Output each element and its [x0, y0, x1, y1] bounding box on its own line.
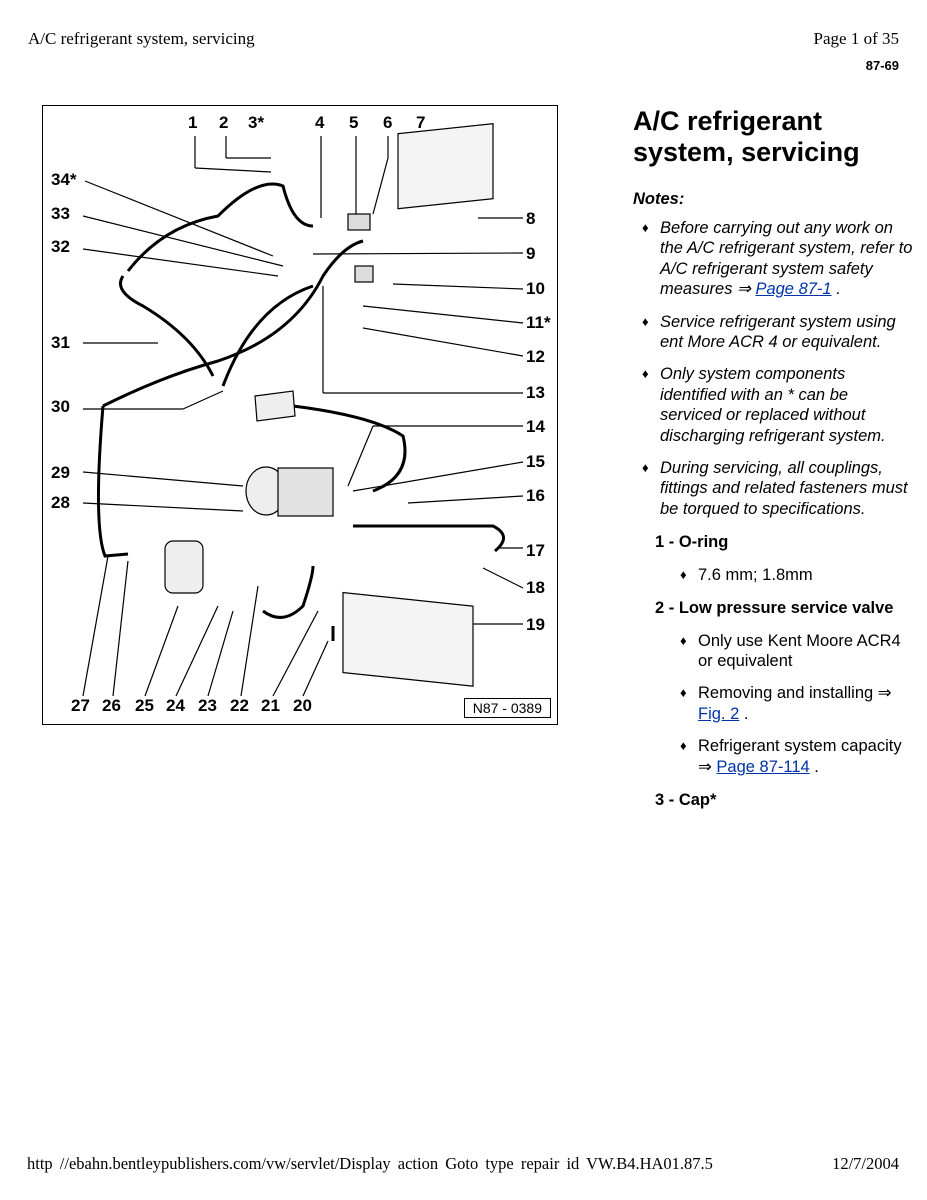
callout-13: 13 — [526, 383, 545, 402]
item-2-equipment: ♦ Only use Kent Moore ACR4 or equivalent — [680, 631, 901, 670]
footer-date: 12/7/2004 — [832, 1154, 899, 1173]
note-torque: ♦ During servicing, all couplings, fitti… — [642, 459, 908, 518]
diamond-bullet-icon: ♦ — [642, 366, 649, 382]
diamond-bullet-icon: ♦ — [680, 566, 687, 582]
diagram-artwork: 1 2 3* 4 5 6 7 8 9 10 11* 12 13 14 15 16… — [51, 113, 551, 715]
callout-29: 29 — [51, 463, 70, 482]
callout-7: 7 — [416, 113, 425, 132]
link-fig-2[interactable]: Fig. 2 — [698, 704, 740, 723]
callout-16: 16 — [526, 486, 545, 505]
callout-6: 6 — [383, 113, 392, 132]
note-safety: ♦ Before carrying out any work on the A/… — [642, 219, 913, 299]
callout-1: 1 — [188, 113, 197, 132]
item-1-spec: ♦ 7.6 mm; 1.8mm — [680, 565, 813, 584]
callout-24: 24 — [166, 696, 185, 715]
callout-30: 30 — [51, 397, 70, 416]
callout-21: 21 — [261, 696, 280, 715]
callout-26: 26 — [102, 696, 121, 715]
callout-32: 32 — [51, 237, 70, 256]
callout-10: 10 — [526, 279, 545, 298]
callout-12: 12 — [526, 347, 545, 366]
components — [164, 123, 494, 687]
callout-numbers: 1 2 3* 4 5 6 7 8 9 10 11* 12 13 14 15 16… — [51, 113, 551, 715]
callout-2: 2 — [219, 113, 228, 132]
callout-33: 33 — [51, 204, 70, 223]
item-1-o-ring: 1 - O-ring — [655, 533, 729, 552]
link-page-87-1[interactable]: Page 87-1 — [755, 280, 832, 299]
item-3-cap: 3 - Cap* — [655, 790, 717, 809]
callout-14: 14 — [526, 417, 545, 436]
note-asterisk-components: ♦ Only system components identified with… — [642, 365, 886, 445]
document-title: A/C refrigerant system, servicing — [28, 29, 255, 48]
notes-heading: Notes: — [633, 190, 685, 208]
ac-system-exploded-diagram: 1 2 3* 4 5 6 7 8 9 10 11* 12 13 14 15 16… — [42, 105, 558, 725]
callout-4: 4 — [315, 113, 325, 132]
figure-code: N87 - 0389 — [463, 698, 551, 718]
callout-8: 8 — [526, 209, 535, 228]
callout-20: 20 — [293, 696, 312, 715]
callout-15: 15 — [526, 452, 545, 471]
diamond-bullet-icon: ♦ — [642, 313, 649, 329]
callout-17: 17 — [526, 541, 545, 560]
footer-url: http //ebahn.bentleypublishers.com/vw/se… — [27, 1154, 713, 1173]
callout-25: 25 — [135, 696, 154, 715]
callout-28: 28 — [51, 493, 70, 512]
callout-22: 22 — [230, 696, 249, 715]
page-code: 87-69 — [865, 58, 899, 73]
item-2-low-pressure-valve: 2 - Low pressure service valve — [655, 599, 894, 618]
diamond-bullet-icon: ♦ — [642, 220, 649, 235]
leader-lines — [82, 136, 524, 697]
diamond-bullet-icon: ♦ — [680, 685, 687, 701]
link-page-87-114[interactable]: Page 87-114 — [716, 757, 810, 776]
callout-31: 31 — [51, 333, 70, 352]
diamond-bullet-icon: ♦ — [642, 460, 649, 476]
callout-5: 5 — [349, 113, 358, 132]
refrigerant-lines — [96, 182, 505, 641]
diamond-bullet-icon: ♦ — [680, 738, 687, 754]
callout-3: 3* — [248, 113, 264, 132]
item-2-capacity: ♦ Refrigerant system capacity ⇒ Page 87-… — [680, 737, 902, 776]
callout-18: 18 — [526, 578, 545, 597]
callout-34: 34* — [51, 170, 77, 189]
callout-27: 27 — [71, 696, 90, 715]
page-counter: Page 1 of 35 — [813, 29, 899, 48]
diamond-bullet-icon: ♦ — [680, 632, 687, 648]
page-title: A/C refrigerant system, servicing — [633, 106, 860, 167]
instructions-panel: A/C refrigerant system, servicing Notes:… — [633, 106, 913, 822]
callout-19: 19 — [526, 615, 545, 634]
note-equipment: ♦ Service refrigerant system using ent M… — [642, 312, 896, 352]
callout-23: 23 — [198, 696, 217, 715]
callout-9: 9 — [526, 244, 535, 263]
callout-11: 11* — [526, 313, 551, 332]
item-2-removing: ♦ Removing and installing ⇒ Fig. 2 . — [680, 684, 892, 723]
